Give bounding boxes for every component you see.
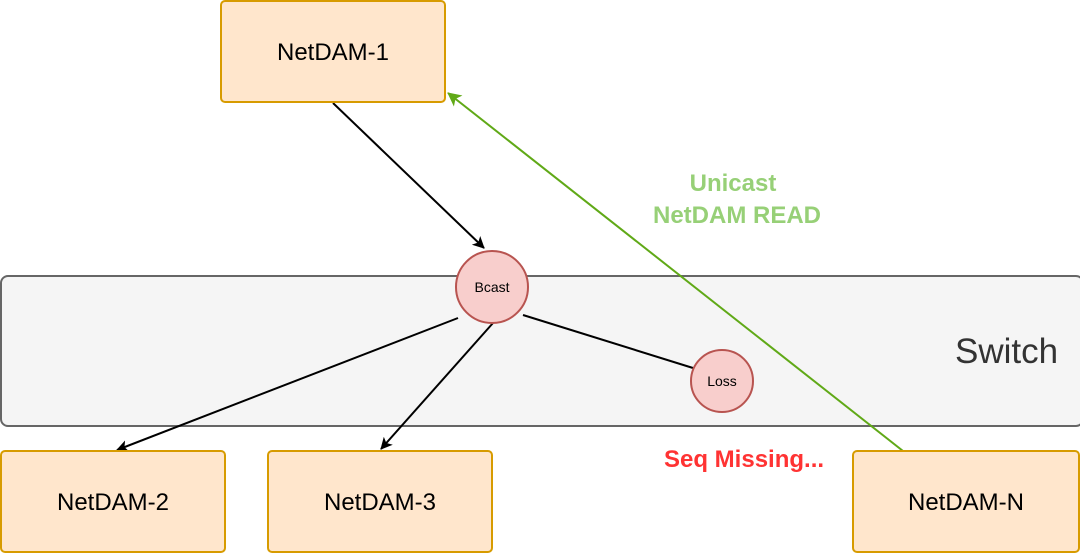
- loss-label: Loss: [707, 373, 737, 389]
- switch-label: Switch: [955, 332, 1058, 371]
- connectors: [116, 92, 904, 452]
- seq-missing-label: Seq Missing...: [664, 446, 824, 473]
- unicast-label-line1: Unicast: [690, 170, 777, 197]
- netdam-n-box: [852, 450, 1080, 553]
- bcast-circle: [455, 250, 529, 324]
- arrow-bcast-to-netdam2: [116, 317, 459, 452]
- netdam-n-node: NetDAM-N: [852, 450, 1080, 553]
- unicast-label-line2: NetDAM READ: [653, 202, 821, 229]
- netdam-1-label: NetDAM-1: [277, 39, 389, 66]
- bcast-node: Bcast: [455, 250, 529, 324]
- arrow-unicast-netdamn-to-netdam1: [447, 92, 904, 452]
- netdam-2-label: NetDAM-2: [57, 489, 169, 516]
- switch-container: Switch: [0, 275, 1080, 427]
- bcast-label: Bcast: [474, 279, 509, 295]
- netdam-2-node: NetDAM-2: [0, 450, 226, 553]
- arrow-netdam1-to-bcast: [332, 102, 485, 249]
- netdam-3-box: [267, 450, 493, 553]
- arrow-bcast-to-netdam3: [380, 322, 494, 450]
- switch-box: [0, 275, 1080, 427]
- netdam-3-node: NetDAM-3: [267, 450, 493, 553]
- netdam-1-node: NetDAM-1: [220, 0, 446, 103]
- unicast-annotation: Unicast NetDAM READ: [653, 170, 821, 229]
- netdam-n-label: NetDAM-N: [908, 489, 1024, 516]
- line-bcast-to-loss: [522, 314, 694, 369]
- loss-node: Loss: [690, 349, 754, 413]
- loss-circle: [690, 349, 754, 413]
- netdam-1-box: [220, 0, 446, 103]
- netdam-2-box: [0, 450, 226, 553]
- netdam-3-label: NetDAM-3: [324, 489, 436, 516]
